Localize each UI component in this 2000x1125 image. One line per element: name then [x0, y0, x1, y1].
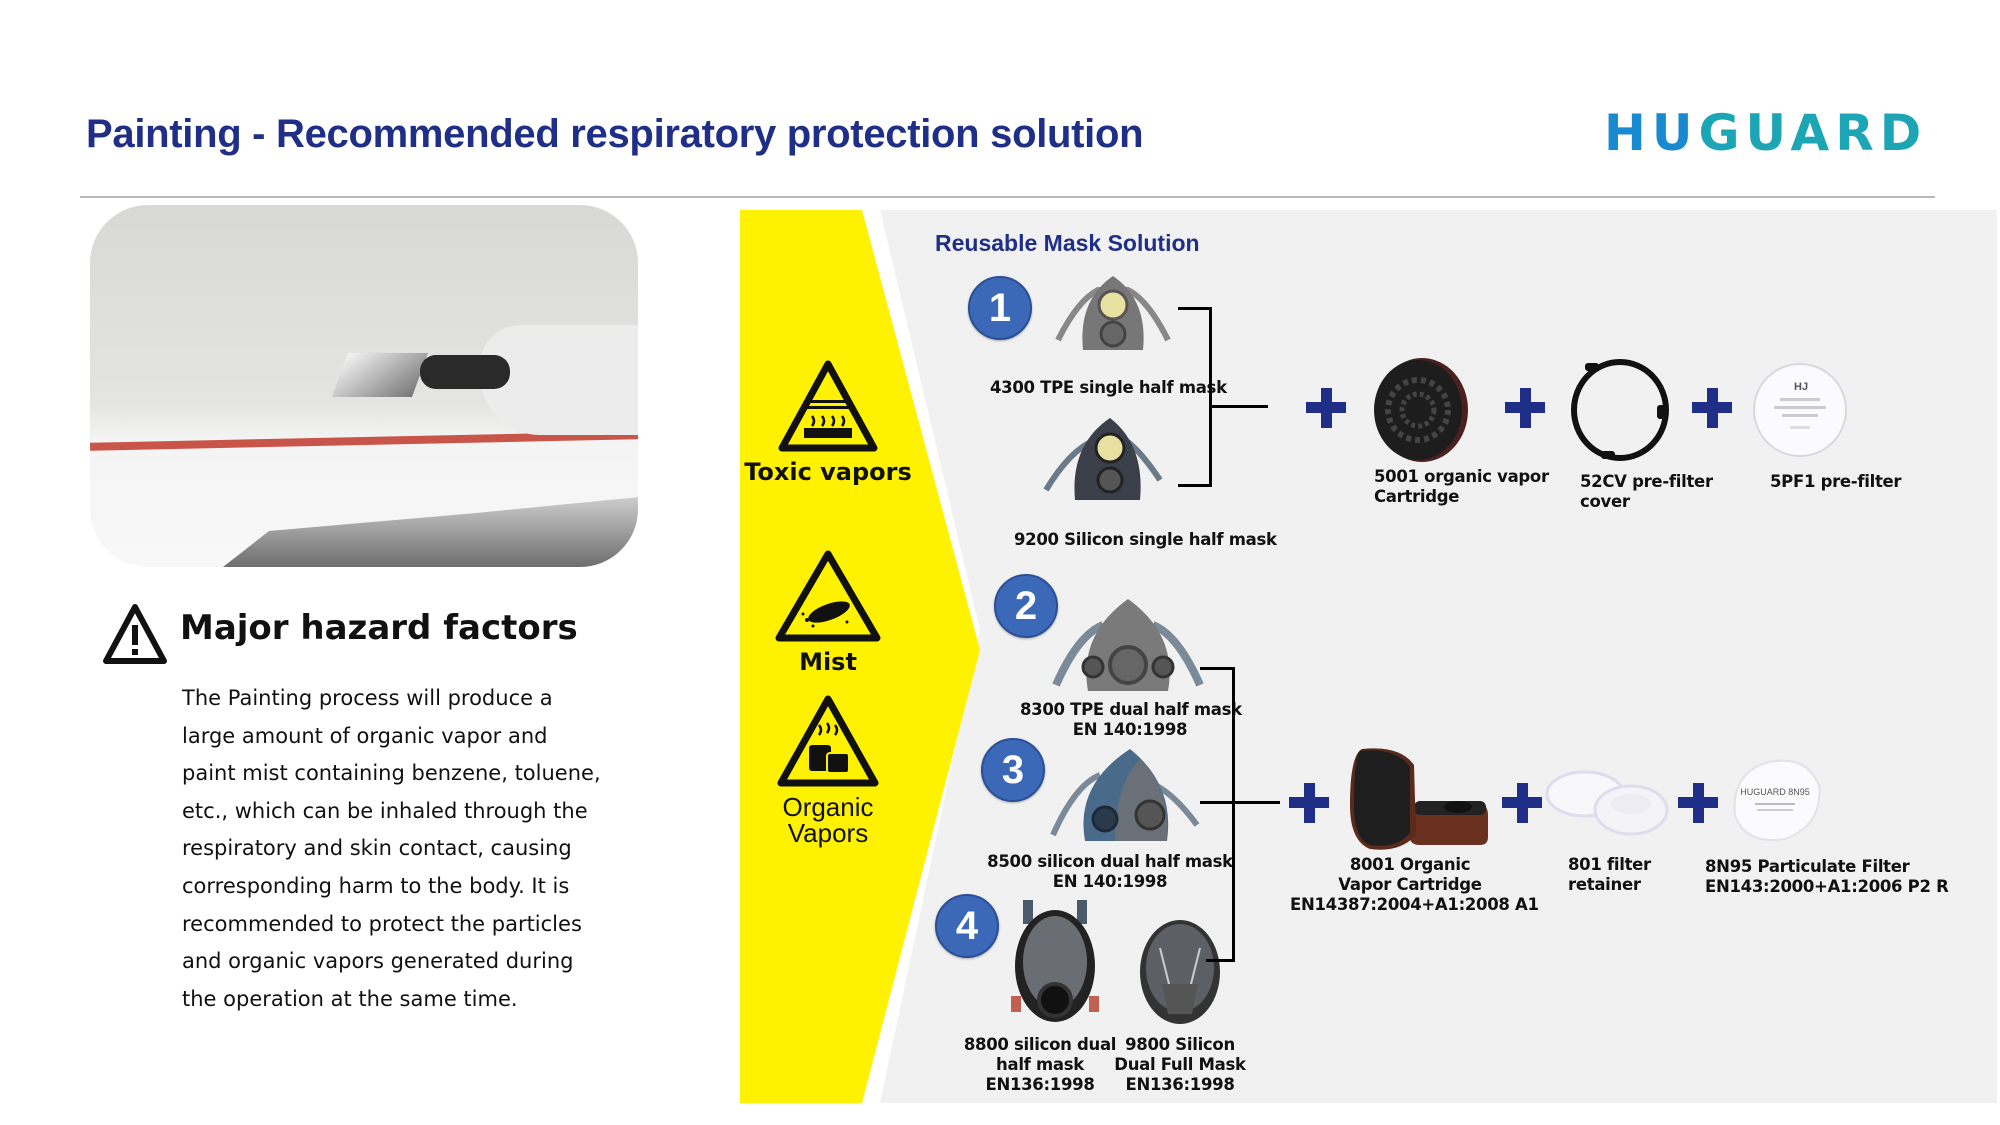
accessory-label-5pf1: 5PF1 pre-filter	[1770, 472, 1902, 491]
label-line: 8500 silicon dual half mask	[987, 852, 1233, 871]
hazard-description: The Painting process will produce a larg…	[182, 680, 612, 1018]
pre-filter-icon: HJ	[1753, 363, 1847, 457]
bracket-line	[1200, 801, 1280, 804]
mask-label-8500: 8500 silicon dual half mask EN 140:1998	[985, 852, 1235, 892]
mask-label-9800: 9800 Silicon Dual Full Mask EN136:1998	[1110, 1035, 1250, 1095]
photo-spray-gun	[331, 353, 429, 397]
solution-panel-background	[880, 210, 1997, 1103]
plus-icon	[1306, 388, 1346, 428]
dual-half-mask-icon	[1052, 599, 1204, 691]
hazard-label: Mist	[799, 648, 857, 676]
half-mask-icon	[1043, 418, 1163, 500]
solution-badge-1: 1	[968, 276, 1032, 340]
hazard-line: and organic vapors generated during	[182, 949, 574, 974]
accessory-label-801: 801 filter retainer	[1568, 855, 1651, 895]
label-line: 8N95 Particulate Filter	[1705, 857, 1910, 876]
label-line: cover	[1580, 492, 1630, 511]
plus-icon	[1502, 783, 1542, 823]
mask-label-8300: 8300 TPE dual half mask EN 140:1998	[1020, 700, 1242, 740]
label-line: 8800 silicon dual	[963, 1035, 1117, 1054]
dual-half-mask-icon	[1050, 749, 1200, 841]
photo-glove	[420, 355, 510, 389]
hazard-line: the operation at the same time.	[182, 986, 518, 1011]
hazard-line: corresponding harm to the body. It is	[182, 873, 570, 898]
cartridge-icon	[1350, 748, 1488, 850]
hazard-type-toxic-vapors: Toxic vapors	[738, 360, 918, 485]
label-line: retainer	[1568, 875, 1641, 894]
organic-vapors-icon	[777, 695, 879, 787]
plus-icon	[1678, 783, 1718, 823]
solution-badge-4: 4	[935, 894, 999, 958]
header-divider	[80, 196, 1935, 198]
particulate-filter-icon: HUGUARD 8N95	[1733, 759, 1821, 841]
bracket-line	[1209, 307, 1212, 487]
cartridge-icon	[1374, 358, 1468, 462]
bracket-line	[1200, 667, 1234, 670]
label-line: 8001 Organic	[1349, 855, 1471, 874]
hazard-label: Toxic vapors	[744, 458, 912, 486]
label-line: 801 filter	[1568, 855, 1651, 874]
toxic-vapors-icon	[778, 360, 878, 452]
half-mask-icon	[1055, 276, 1171, 350]
label-line: Cartridge	[1374, 487, 1460, 506]
plus-icon	[1692, 388, 1732, 428]
solution-badge-3: 3	[981, 738, 1045, 802]
label-line: 5001 organic vapor	[1374, 467, 1549, 486]
bracket-line	[1178, 307, 1212, 310]
section-title: Reusable Mask Solution	[935, 230, 1200, 256]
hazard-line: respiratory and skin contact, causing	[182, 836, 572, 861]
solution-badge-2: 2	[994, 574, 1058, 638]
label-line: half mask	[996, 1055, 1084, 1074]
spray-painting-photo	[90, 205, 638, 567]
hazard-line: etc., which can be inhaled through the	[182, 798, 588, 823]
label-line: Vapor Cartridge	[1338, 875, 1482, 894]
hazard-label-line: Organic	[782, 792, 874, 822]
label-line: 9800 Silicon	[1125, 1035, 1235, 1054]
filter-cover-icon	[1571, 359, 1669, 461]
accessory-label-8n95: 8N95 Particulate Filter EN143:2000+A1:20…	[1705, 857, 1949, 897]
mist-icon	[775, 550, 881, 642]
svg-text:HJ: HJ	[1794, 381, 1808, 393]
full-face-mask-icon	[1140, 920, 1220, 1024]
filter-retainer-icon	[1545, 770, 1669, 836]
mask-label-9200: 9200 Silicon single half mask	[1014, 530, 1277, 549]
bracket-line	[1212, 405, 1268, 408]
label-line: Dual Full Mask	[1114, 1055, 1246, 1074]
page-title: Painting - Recommended respiratory prote…	[86, 112, 1144, 156]
plus-icon	[1505, 388, 1545, 428]
hazard-type-organic-vapors: Organic Vapors	[738, 695, 918, 846]
hazard-line: The Painting process will produce a	[182, 686, 553, 710]
hazard-line: large amount of organic vapor and	[182, 723, 548, 748]
huguard-logo: HUGUARD	[1604, 104, 1928, 162]
hazard-label-line: Vapors	[787, 818, 869, 848]
bracket-line	[1178, 484, 1212, 487]
hazard-label: Organic Vapors	[738, 794, 918, 846]
hazard-line: recommended to protect the particles	[182, 911, 582, 936]
warning-triangle-icon	[103, 604, 167, 664]
bracket-line	[1206, 959, 1235, 962]
label-line: 8300 TPE dual half mask	[1020, 700, 1242, 719]
plus-icon	[1289, 783, 1329, 823]
accessory-label-8001: 8001 Organic Vapor Cartridge EN14387:200…	[1290, 855, 1539, 915]
label-line: EN14387:2004+A1:2008 A1	[1290, 895, 1539, 914]
filter-print: HUGUARD 8N95	[1740, 787, 1810, 797]
hazard-title: Major hazard factors	[180, 608, 578, 648]
hazard-type-mist: Mist	[738, 550, 918, 675]
bracket-line	[1232, 667, 1235, 962]
label-line: EN 140:1998	[1072, 720, 1188, 739]
accessory-label-52cv: 52CV pre-filter cover	[1580, 472, 1713, 512]
label-line: EN136:1998	[985, 1075, 1095, 1094]
label-line: 52CV pre-filter	[1580, 472, 1713, 491]
mask-label-8800: 8800 silicon dual half mask EN136:1998	[960, 1035, 1120, 1095]
label-line: EN136:1998	[1125, 1075, 1235, 1094]
mask-label-4300: 4300 TPE single half mask	[990, 378, 1227, 397]
full-face-mask-icon	[1011, 900, 1099, 1022]
accessory-label-5001: 5001 organic vapor Cartridge	[1374, 467, 1549, 507]
hazard-line: paint mist containing benzene, toluene,	[182, 761, 601, 786]
label-line: EN143:2000+A1:2006 P2 R	[1705, 877, 1949, 896]
label-line: EN 140:1998	[1052, 872, 1168, 891]
